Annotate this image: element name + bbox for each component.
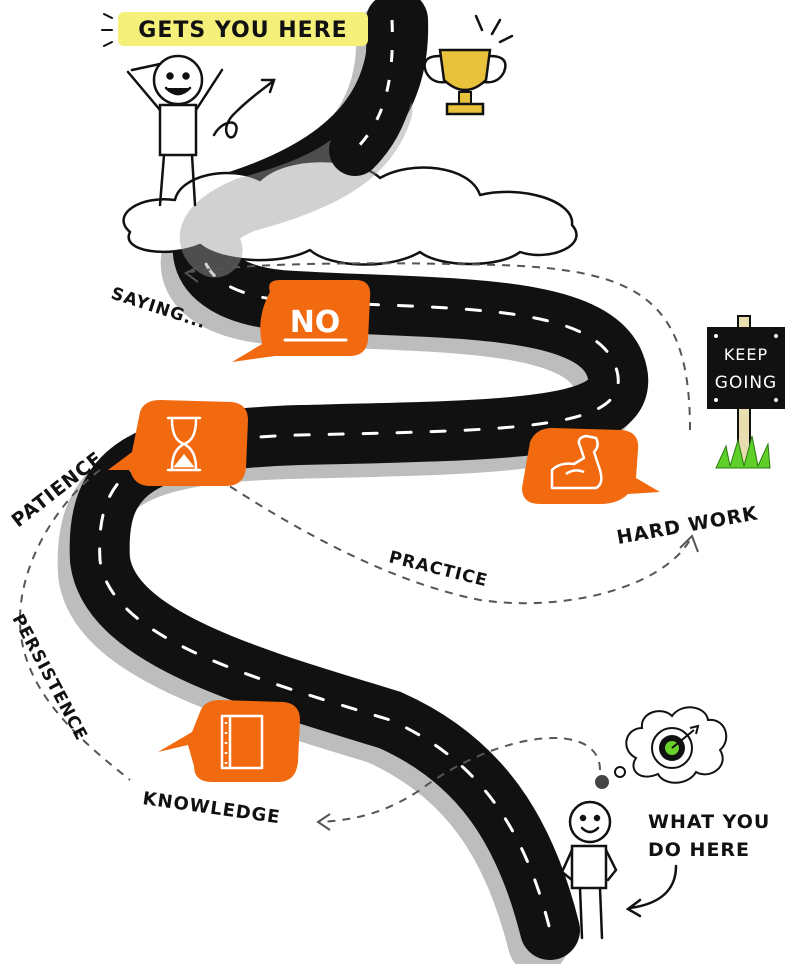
knowledge-label: KNOWLEDGE — [141, 788, 282, 828]
trophy-icon — [423, 14, 514, 116]
thought-bubble — [595, 706, 728, 789]
bubble-patience — [108, 400, 248, 486]
stick-figure-thinking — [560, 800, 618, 940]
keep-going-sign: KEEP GOING — [707, 315, 785, 469]
target-icon — [651, 724, 700, 769]
sign-line-2: GOING — [715, 373, 777, 393]
hard-work-label: HARD WORK — [615, 502, 760, 549]
sign-line-1: KEEP — [724, 345, 768, 364]
bubble-knowledge — [158, 700, 300, 782]
swirl-arrow-icon — [212, 80, 274, 139]
hourglass-icon — [166, 416, 202, 472]
persistence-label: PERSISTENCE — [8, 611, 92, 744]
dashed-path-connectors — [18, 262, 691, 823]
title-banner-text: GETS YOU HERE — [138, 18, 347, 43]
muscle-arm-icon — [550, 434, 603, 490]
curved-arrow-icon — [628, 864, 678, 910]
title-banner: GETS YOU HERE — [101, 12, 385, 47]
no-label: NO — [290, 305, 341, 340]
what-you-label-line1: WHAT YOU — [648, 811, 770, 833]
stick-figure-celebrating — [126, 54, 224, 207]
cloud — [122, 159, 578, 266]
bubble-hard-work — [522, 428, 660, 504]
grass-icon — [715, 435, 771, 469]
bubble-no: NO — [232, 280, 371, 362]
practice-label: PRACTICE — [387, 547, 490, 591]
book-icon — [220, 714, 264, 770]
what-you-label-line2: DO HERE — [648, 839, 750, 861]
